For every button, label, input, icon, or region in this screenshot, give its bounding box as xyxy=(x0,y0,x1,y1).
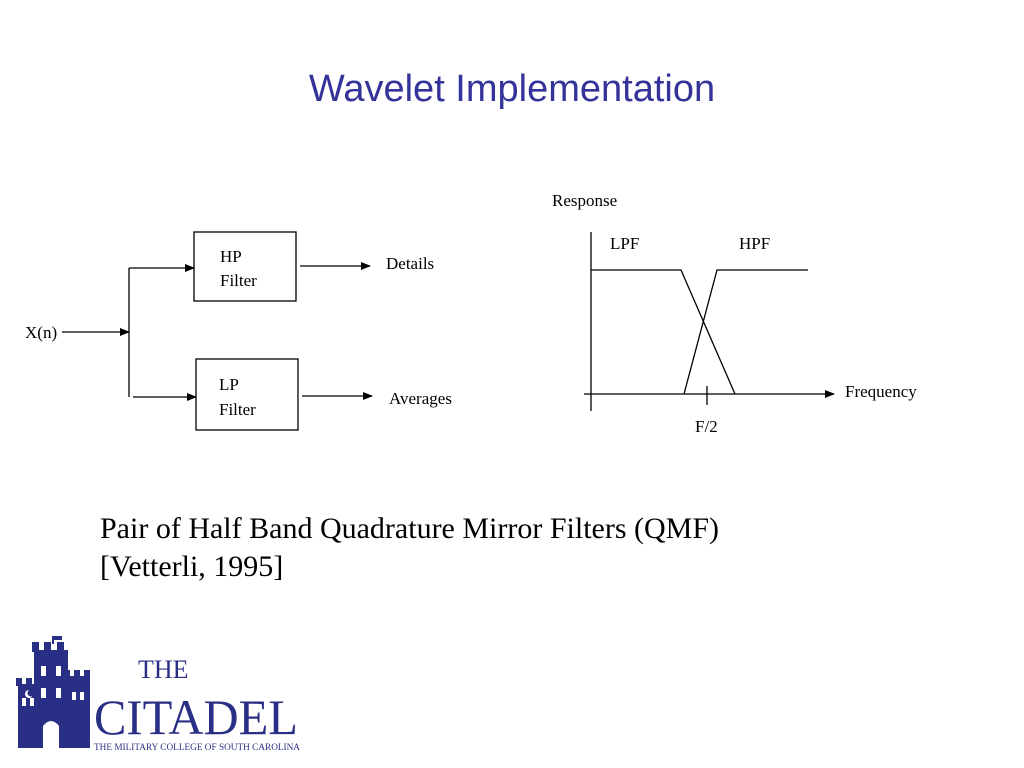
response-plot xyxy=(584,232,835,411)
caption-line-2: [Vetterli, 1995] xyxy=(100,550,284,583)
slide-caption: Pair of Half Band Quadrature Mirror Filt… xyxy=(100,510,719,586)
details-label: Details xyxy=(386,254,434,273)
response-axis-label: Response xyxy=(552,191,617,210)
hp-filter-box xyxy=(193,231,297,302)
logo-citadel: CITADEL xyxy=(94,689,298,745)
citadel-tower-icon xyxy=(16,636,90,748)
lpf-curve xyxy=(591,269,736,395)
lpf-label: LPF xyxy=(610,234,639,253)
hpf-label: HPF xyxy=(739,234,770,253)
hp-filter-label-1: HP xyxy=(220,247,242,266)
half-band-label: F/2 xyxy=(695,417,718,436)
frequency-axis-label: Frequency xyxy=(845,382,917,401)
input-label: X(n) xyxy=(25,323,57,342)
hp-filter-label-2: Filter xyxy=(220,271,257,290)
lp-filter-label-2: Filter xyxy=(219,400,256,419)
lp-filter-box xyxy=(195,358,299,431)
lp-filter-label-1: LP xyxy=(219,375,239,394)
slide-title: Wavelet Implementation xyxy=(308,68,716,110)
caption-line-1: Pair of Half Band Quadrature Mirror Filt… xyxy=(100,512,720,545)
logo-the: THE xyxy=(138,655,189,684)
filter-bank xyxy=(62,231,373,431)
hpf-curve xyxy=(683,269,808,395)
averages-label: Averages xyxy=(389,389,452,408)
citadel-logo: THE CITADEL THE MILITARY COLLEGE OF SOUT… xyxy=(16,636,300,753)
logo-tagline: THE MILITARY COLLEGE OF SOUTH CAROLINA xyxy=(94,743,300,753)
